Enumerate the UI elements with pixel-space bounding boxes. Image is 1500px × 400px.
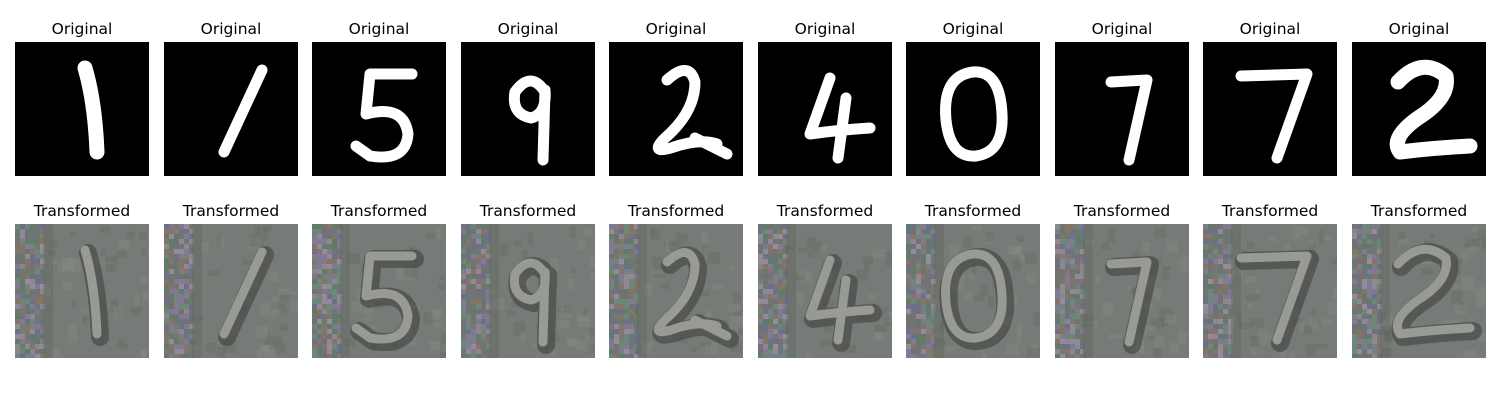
- transformed-digit-image: [461, 224, 595, 358]
- original-title: Original: [51, 20, 113, 38]
- transformed-title: Transformed: [182, 202, 280, 220]
- digit-stroke: [804, 72, 876, 164]
- transformed-title: Transformed: [924, 202, 1022, 220]
- original-title: Original: [1091, 20, 1153, 38]
- transformed-title: Transformed: [479, 202, 577, 220]
- digit-stroke: [508, 75, 551, 166]
- ghost-digit-stroke: [509, 258, 550, 347]
- ghost-digit-stroke: [1236, 251, 1312, 345]
- transformed-digit-image: [15, 224, 149, 358]
- ghost-digit-stroke: [653, 248, 732, 341]
- transformed-title: Transformed: [627, 202, 725, 220]
- original-digit-image: [461, 42, 595, 176]
- original-title: Original: [497, 20, 559, 38]
- transformed-title: Transformed: [776, 202, 874, 220]
- transformed-title: Transformed: [1221, 202, 1319, 220]
- transformed-digit-image: [1055, 224, 1189, 358]
- original-digit-image: [15, 42, 149, 176]
- digit-stroke: [1389, 59, 1478, 160]
- transformed-digit-image: [1352, 224, 1486, 358]
- original-title: Original: [1388, 20, 1450, 38]
- transformed-title: Transformed: [330, 202, 428, 220]
- original-digit-image: [1203, 42, 1337, 176]
- original-title: Original: [794, 20, 856, 38]
- original-title: Original: [645, 20, 707, 38]
- digit-stroke: [1235, 68, 1313, 164]
- original-digit-image: [164, 42, 298, 176]
- ghost-digit-stroke: [1106, 257, 1152, 347]
- original-digit-image: [312, 42, 446, 176]
- transformed-digit-image: [609, 224, 743, 358]
- transformed-title: Transformed: [33, 202, 131, 220]
- transformed-digit-image: [1203, 224, 1337, 358]
- original-digit-image: [758, 42, 892, 176]
- digit-stroke: [77, 60, 105, 160]
- transformed-digit-image: [758, 224, 892, 358]
- transformed-title: Transformed: [1370, 202, 1468, 220]
- digit-stroke: [1105, 74, 1153, 166]
- digit-stroke: [940, 66, 1008, 162]
- ghost-digit-stroke: [219, 247, 267, 339]
- original-title: Original: [200, 20, 262, 38]
- digit-stroke: [218, 64, 268, 158]
- ghost-digit-stroke: [941, 249, 1007, 343]
- transformed-digit-image: [164, 224, 298, 358]
- original-digit-image: [1055, 42, 1189, 176]
- original-digit-image: [1352, 42, 1486, 176]
- digit-stroke: [350, 68, 418, 163]
- ghost-digit-stroke: [805, 255, 875, 345]
- transformed-digit-image: [906, 224, 1040, 358]
- transformed-title: Transformed: [1073, 202, 1171, 220]
- original-digit-image: [906, 42, 1040, 176]
- original-title: Original: [1239, 20, 1301, 38]
- original-title: Original: [942, 20, 1004, 38]
- digit-stroke: [652, 65, 733, 160]
- ghost-digit-stroke: [80, 245, 102, 339]
- ghost-digit-stroke: [1392, 244, 1475, 339]
- original-title: Original: [348, 20, 410, 38]
- ghost-digit-stroke: [351, 251, 417, 344]
- transformed-digit-image: [312, 224, 446, 358]
- original-digit-image: [609, 42, 743, 176]
